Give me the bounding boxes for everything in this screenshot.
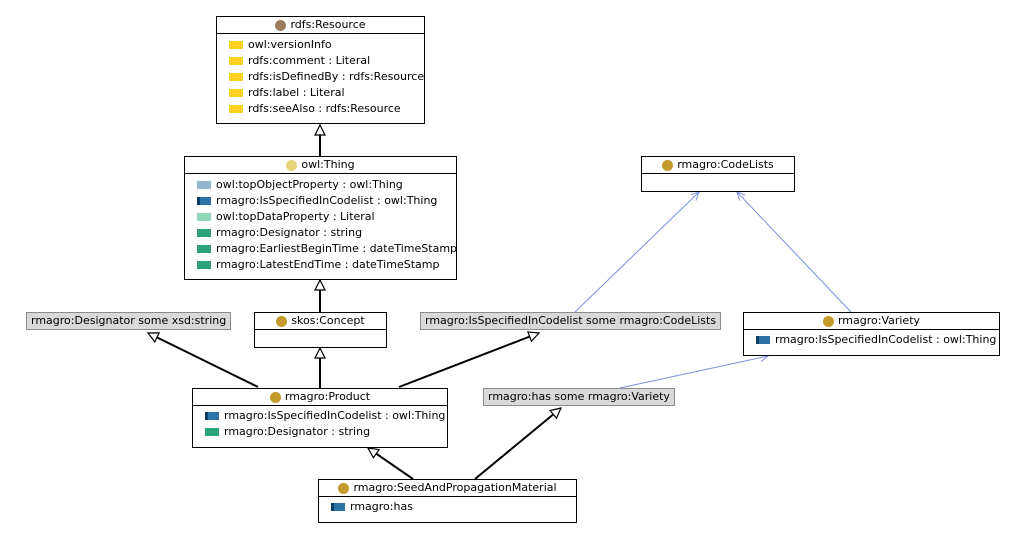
- class-header: owl:Thing: [185, 157, 456, 174]
- attribute-row[interactable]: owl:versionInfo: [217, 37, 424, 53]
- restriction-has-some-variety[interactable]: rmagro:has some rmagro:Variety: [483, 388, 675, 406]
- attribute-label: owl:topObjectProperty : owl:Thing: [216, 178, 403, 191]
- attribute-row[interactable]: rmagro:IsSpecifiedInCodelist : owl:Thing: [744, 332, 999, 348]
- attribute-row[interactable]: rmagro:Designator : string: [185, 225, 456, 241]
- attribute-row[interactable]: rmagro:IsSpecifiedInCodelist : owl:Thing: [193, 408, 447, 424]
- class-title: rmagro:Product: [284, 390, 371, 403]
- attribute-label: rmagro:IsSpecifiedInCodelist : owl:Thing: [775, 333, 997, 346]
- attribute-row[interactable]: rdfs:isDefinedBy : rdfs:Resource: [217, 69, 424, 85]
- object-property-icon: [205, 412, 219, 420]
- attribute-row[interactable]: rmagro:LatestEndTime : dateTimeStamp: [185, 257, 456, 273]
- class-icon: [338, 482, 350, 494]
- class-icon: [275, 19, 287, 31]
- data-property-icon: [197, 245, 211, 253]
- subclass-edge-seed-has-variety: [474, 408, 561, 480]
- data-property-icon: [205, 428, 219, 436]
- class-skos-concept[interactable]: skos:Concept: [254, 312, 387, 348]
- attribute-label: rmagro:IsSpecifiedInCodelist : owl:Thing: [224, 409, 446, 422]
- class-icon: [269, 391, 281, 403]
- restriction-specified-in-codelist[interactable]: rmagro:IsSpecifiedInCodelist some rmagro…: [420, 312, 722, 330]
- class-icon: [662, 159, 674, 171]
- class-title: rmagro:Variety: [837, 314, 921, 327]
- annotation-property-icon: [229, 105, 243, 113]
- attribute-label: owl:versionInfo: [248, 38, 332, 51]
- class-rmagro-seed-and-propagation-material[interactable]: rmagro:SeedAndPropagationMaterial rmagro…: [318, 479, 577, 523]
- object-property-icon: [331, 503, 345, 511]
- attribute-row[interactable]: rmagro:has: [319, 499, 576, 515]
- annotation-property-icon: [229, 57, 243, 65]
- class-icon: [286, 159, 298, 171]
- class-title: owl:Thing: [301, 158, 355, 171]
- attribute-row[interactable]: rdfs:label : Literal: [217, 85, 424, 101]
- class-rmagro-product[interactable]: rmagro:Product rmagro:IsSpecifiedInCodel…: [192, 388, 448, 448]
- link-codelist-to-codelists: [574, 192, 699, 313]
- class-icon: [276, 315, 288, 327]
- class-title: skos:Concept: [291, 314, 365, 327]
- subclass-edge-product-designator: [148, 332, 259, 388]
- attribute-label: rdfs:comment : Literal: [248, 54, 371, 67]
- attribute-row[interactable]: rmagro:IsSpecifiedInCodelist : owl:Thing: [185, 193, 456, 209]
- class-title: rmagro:CodeLists: [677, 158, 774, 171]
- attribute-label: owl:topDataProperty : Literal: [216, 210, 375, 223]
- link-has-variety-to-variety: [619, 356, 768, 389]
- attribute-row[interactable]: rdfs:seeAlso : rdfs:Resource: [217, 101, 424, 117]
- subclass-edge-seed-product: [368, 447, 414, 480]
- class-rmagro-variety[interactable]: rmagro:Variety rmagro:IsSpecifiedInCodel…: [743, 312, 1000, 356]
- annotation-property-icon: [229, 41, 243, 49]
- class-header: rmagro:CodeLists: [642, 157, 794, 174]
- attribute-row[interactable]: owl:topDataProperty : Literal: [185, 209, 456, 225]
- attribute-label: rdfs:isDefinedBy : rdfs:Resource: [248, 70, 425, 83]
- class-rdfs-resource[interactable]: rdfs:Resource owl:versionInfo rdfs:comme…: [216, 16, 425, 124]
- annotation-property-icon: [229, 89, 243, 97]
- class-owl-thing[interactable]: owl:Thing owl:topObjectProperty : owl:Th…: [184, 156, 457, 280]
- object-property-icon: [197, 197, 211, 205]
- class-rmagro-codelists[interactable]: rmagro:CodeLists: [641, 156, 795, 192]
- attribute-label: rmagro:Designator : string: [216, 226, 363, 239]
- restriction-designator-some-string[interactable]: rmagro:Designator some xsd:string: [26, 312, 232, 330]
- link-variety-to-codelists: [737, 192, 852, 313]
- attribute-label: rdfs:seeAlso : rdfs:Resource: [248, 102, 401, 115]
- class-header: rdfs:Resource: [217, 17, 424, 34]
- class-header: rmagro:SeedAndPropagationMaterial: [319, 480, 576, 497]
- top-data-property-icon: [197, 213, 211, 221]
- annotation-property-icon: [229, 73, 243, 81]
- subclass-edge-product-codelist: [398, 333, 539, 388]
- attribute-row[interactable]: owl:topObjectProperty : owl:Thing: [185, 177, 456, 193]
- class-title: rdfs:Resource: [290, 18, 366, 31]
- data-property-icon: [197, 261, 211, 269]
- attribute-label: rmagro:IsSpecifiedInCodelist : owl:Thing: [216, 194, 438, 207]
- class-header: rmagro:Product: [193, 389, 447, 406]
- class-title: rmagro:SeedAndPropagationMaterial: [353, 481, 557, 494]
- class-icon: [822, 315, 834, 327]
- data-property-icon: [197, 229, 211, 237]
- attribute-label: rmagro:has: [350, 500, 413, 513]
- attribute-label: rmagro:EarliestBeginTime : dateTimeStamp: [216, 242, 458, 255]
- attribute-label: rmagro:Designator : string: [224, 425, 371, 438]
- class-header: skos:Concept: [255, 313, 386, 330]
- object-property-icon: [756, 336, 770, 344]
- top-object-property-icon: [197, 181, 211, 189]
- attribute-row[interactable]: rmagro:Designator : string: [193, 424, 447, 440]
- attribute-label: rdfs:label : Literal: [248, 86, 345, 99]
- class-header: rmagro:Variety: [744, 313, 999, 330]
- attribute-row[interactable]: rmagro:EarliestBeginTime : dateTimeStamp: [185, 241, 458, 257]
- attribute-label: rmagro:LatestEndTime : dateTimeStamp: [216, 258, 440, 271]
- attribute-row[interactable]: rdfs:comment : Literal: [217, 53, 424, 69]
